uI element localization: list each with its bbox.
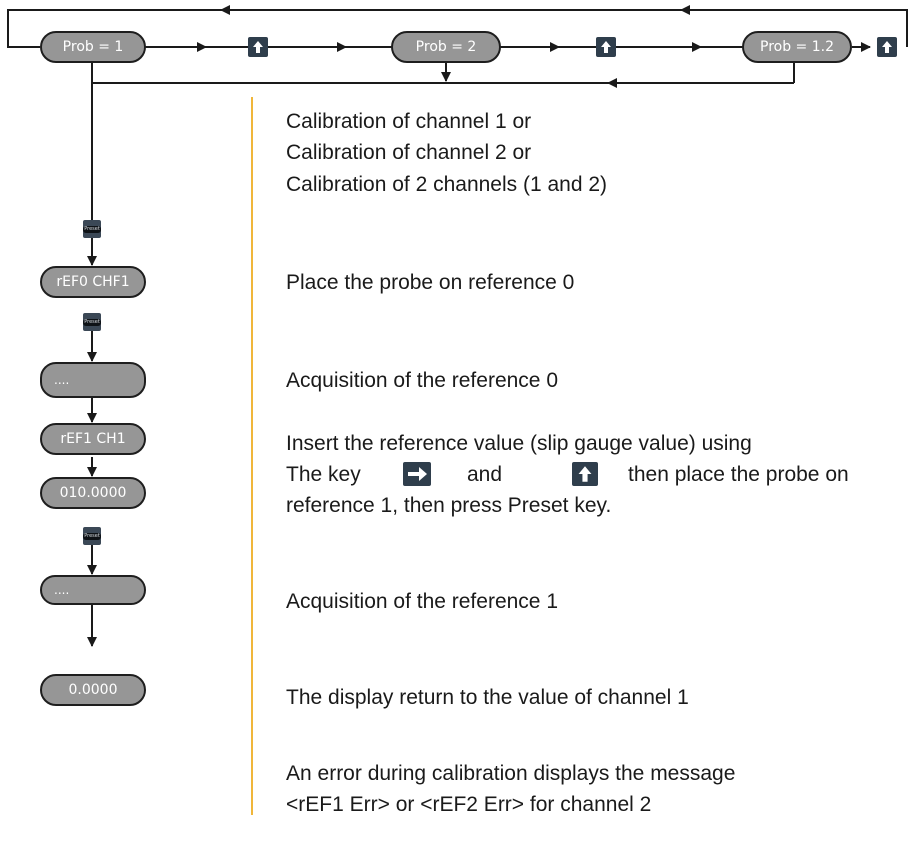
top-loop-line [7,9,908,48]
up-arrow-key-icon [572,462,598,486]
desc-insert-line-2a: The key [286,463,361,486]
desc-place-ref0: Place the probe on reference 0 [286,271,575,294]
right-arrow-key-icon [403,462,431,486]
ref1-ch1-display: rEF1 CH1 [40,423,146,455]
desc-insert-line-3: reference 1, then press Preset key. [286,494,612,517]
orange-divider [251,97,253,815]
desc-calibration-both: Calibration of 2 channels (1 and 2) [286,173,608,196]
desc-insert-line-2c: then place the probe on [628,463,849,486]
desc-calibration-ch1: Calibration of channel 1 or [286,110,532,133]
desc-display-return: The display return to the value of chann… [286,686,689,709]
acquisition-display-2: .... [40,575,146,605]
desc-acquisition-ref1: Acquisition of the reference 1 [286,590,558,613]
preset-key-icon: Preset [83,313,101,331]
preset-key-icon: Preset [83,527,101,545]
desc-insert-line-1: Insert the reference value (slip gauge v… [286,432,752,455]
up-arrow-key-icon [596,37,616,57]
desc-acquisition-ref0: Acquisition of the reference 0 [286,369,558,392]
preset-key-label: Preset [83,532,101,540]
desc-calibration-ch2: Calibration of channel 2 or [286,141,532,164]
prob-2-display: Prob = 2 [391,31,501,63]
desc-error-line-2: <rEF1 Err> or <rEF2 Err> for channel 2 [286,793,652,816]
up-arrow-key-icon [877,37,897,57]
desc-error-line-1: An error during calibration displays the… [286,762,736,785]
up-arrow-key-icon [248,37,268,57]
preset-key-icon: Preset [83,220,101,238]
result-value-display: 0.0000 [40,674,146,706]
prob-1-display: Prob = 1 [40,31,146,63]
preset-key-label: Preset [83,318,101,326]
preset-key-label: Preset [83,225,101,233]
prob-1-2-display: Prob = 1.2 [742,31,852,63]
desc-insert-line-2b: and [467,463,503,486]
ref0-ch1-display: rEF0 CHF1 [40,266,146,298]
reference-value-display: 010.0000 [40,477,146,509]
acquisition-display-1: .... [40,362,146,398]
